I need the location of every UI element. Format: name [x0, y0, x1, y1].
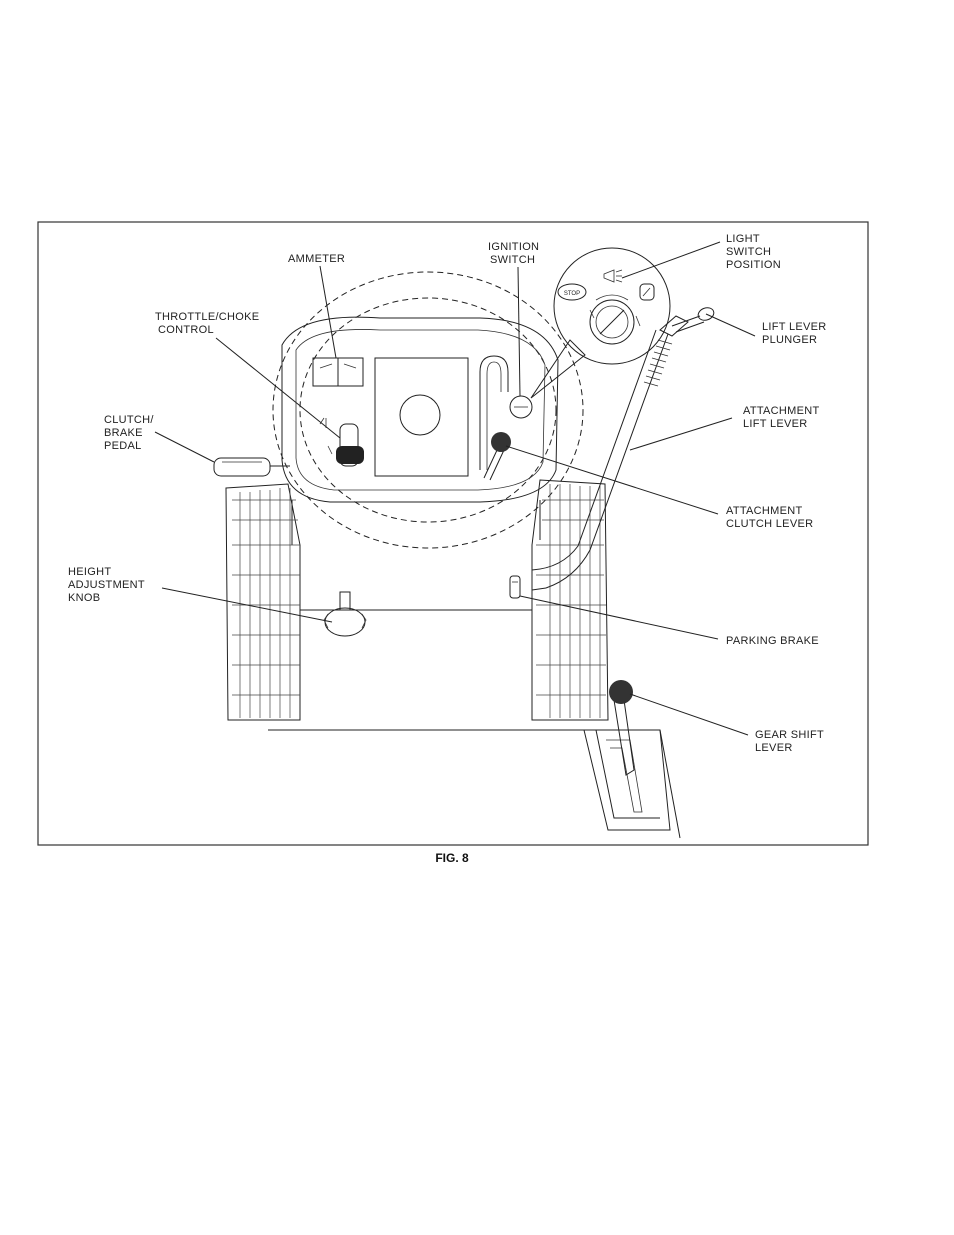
tractor-illustration: STOP: [214, 248, 716, 838]
hook-rod: [480, 356, 508, 470]
attachment-lift-lever-shape: [532, 306, 716, 590]
label-ammeter: AMMETER: [288, 253, 345, 265]
label-height-adjustment-knob: HEIGHT ADJUSTMENT KNOB: [68, 566, 148, 604]
label-throttle-choke-control: THROTTLE/CHOKE CONTROL: [155, 311, 263, 336]
label-light-switch-position: LIGHT SWITCH POSITION: [726, 233, 781, 271]
throttle-choke-lever: [320, 418, 364, 466]
dash-panel: [282, 317, 558, 502]
center-panel: [375, 358, 468, 476]
gear-shift-assembly: [584, 680, 680, 838]
left-tire-grid: [226, 484, 300, 720]
dash-panel-inner: [296, 329, 545, 490]
label-ignition-switch: IGNITION SWITCH: [488, 241, 543, 266]
center-gauge: [400, 395, 440, 435]
hood-outline-dashed-inner: [300, 298, 556, 522]
figure-caption: FIG. 8: [435, 851, 469, 865]
label-gear-shift-lever: GEAR SHIFT LEVER: [755, 729, 827, 754]
clutch-brake-pedal-shape: [214, 458, 290, 476]
right-tire-grid: [532, 480, 608, 720]
ammeter-gauge: [313, 358, 363, 386]
label-attachment-lift-lever: ATTACHMENT LIFT LEVER: [743, 405, 823, 430]
label-clutch-brake-pedal: CLUTCH/ BRAKE PEDAL: [104, 414, 157, 452]
label-lift-lever-plunger: LIFT LEVER PLUNGER: [762, 321, 830, 346]
label-attachment-clutch-lever: ATTACHMENT CLUTCH LEVER: [726, 505, 813, 530]
label-parking-brake: PARKING BRAKE: [726, 635, 819, 647]
headlight-icon: [604, 270, 614, 282]
height-adjustment-knob-shape: [324, 592, 366, 636]
body-front: [300, 545, 532, 610]
parking-brake-handle: [510, 576, 520, 598]
attachment-clutch-lever-knob: [484, 432, 511, 480]
switch-stop-text: STOP: [564, 291, 580, 297]
light-switch-callout: STOP: [531, 248, 670, 398]
